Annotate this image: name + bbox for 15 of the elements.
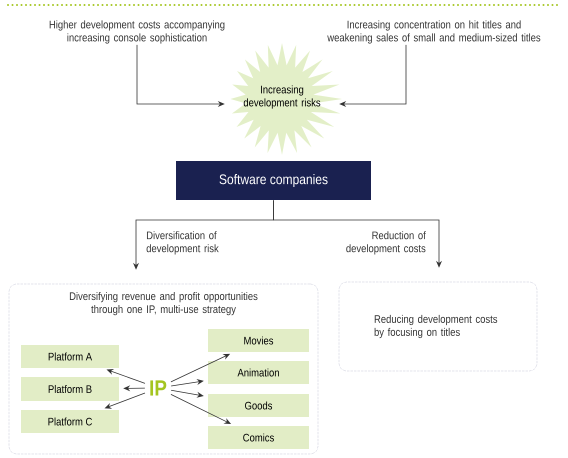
category-box: Goods	[208, 394, 309, 417]
category-box: Comics	[208, 426, 309, 449]
strategy-panel: Reducing development costs by focusing on titles	[338, 282, 538, 372]
category-box: Platform A	[21, 345, 119, 368]
cause-text: Higher development costs accompanying increasing console sophistication	[50, 20, 224, 44]
category-box: Movies	[208, 329, 309, 352]
starburst: Increasing development risks	[230, 43, 342, 155]
edge-label: Reduction of development costs	[346, 231, 426, 254]
edge-label: Diversification of development risk	[146, 231, 219, 254]
category-box: Platform B	[21, 377, 119, 401]
category-box: Animation	[208, 361, 309, 384]
cause-text: Increasing concentration on hit titles and weakening sales of small and medium-sized titles	[327, 20, 540, 44]
company-box: Software companies	[176, 161, 371, 200]
ip-text: IP	[150, 380, 166, 396]
category-box: Platform C	[21, 410, 119, 433]
